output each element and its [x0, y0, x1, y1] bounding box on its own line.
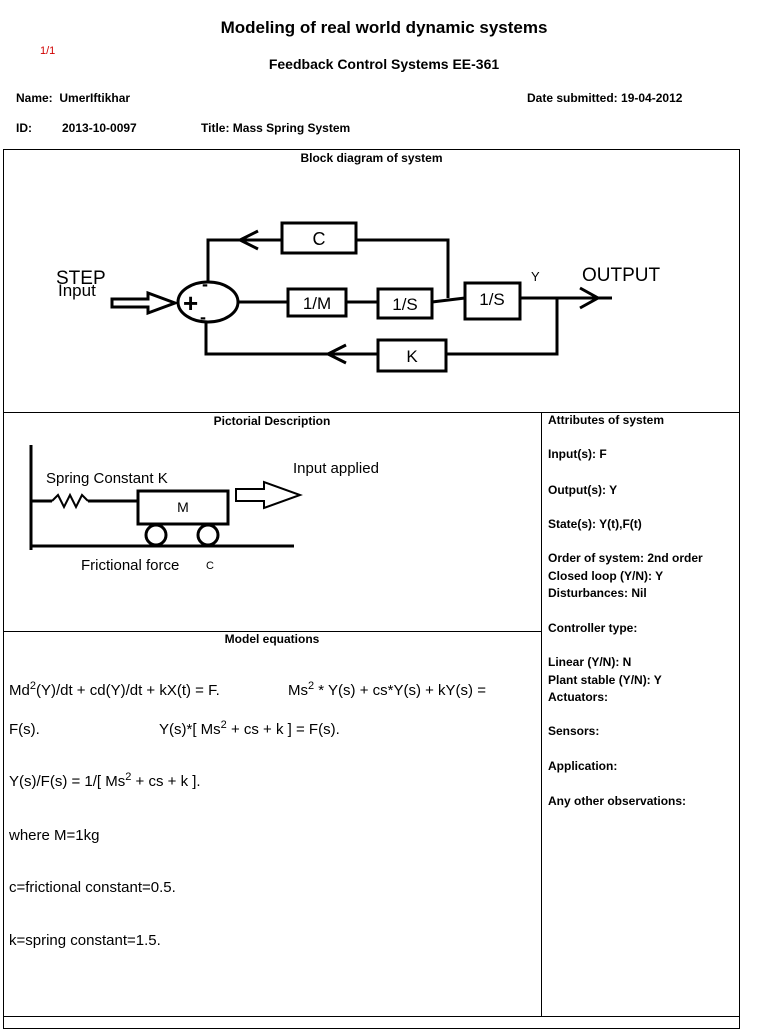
equation-2-part: Ms — [288, 682, 308, 699]
mass-block — [136, 489, 230, 526]
friction-value: c=frictional constant=0.5. — [9, 879, 176, 896]
transfer-function: Y(s)/F(s) = 1/[ Ms2 + cs + k ]. — [9, 771, 201, 790]
attribute-linear: Linear (Y/N): N — [548, 655, 632, 669]
output-label: OUTPUT — [582, 265, 661, 286]
attribute-other-observations: Any other observations: — [548, 794, 687, 808]
attribute-outputs: Output(s): Y — [548, 483, 618, 497]
course-subtitle: Feedback Control Systems EE-361 — [268, 56, 500, 72]
attribute-plant-stable: Plant stable (Y/N): Y — [548, 673, 662, 687]
applied-force-arrow — [235, 480, 303, 510]
attribute-closed-loop: Closed loop (Y/N): Y — [548, 569, 664, 583]
id-value: 2013-10-0097 — [62, 121, 137, 135]
transfer-function-exponent: 2 — [125, 771, 132, 783]
input-arrow — [110, 290, 180, 316]
equation-1-part: (Y)/dt + cd(Y)/dt + kX(t) = F. — [35, 682, 220, 699]
wheel-icon — [144, 523, 168, 547]
integrator-1-label: 1/S — [392, 295, 418, 314]
friction-symbol: C — [206, 560, 214, 572]
frictional-force-label: Frictional force — [81, 557, 179, 574]
title-field: Title: Mass Spring System — [201, 121, 350, 135]
title-value: Mass Spring System — [232, 121, 351, 135]
equation-4: Y(s)*[ Ms2 + cs + k ] = F(s). — [159, 719, 340, 738]
integrator-2-block — [463, 281, 522, 321]
date-field: Date submitted: 19-04-2012 — [527, 91, 682, 105]
divider-line — [3, 412, 740, 413]
k-block-label: K — [406, 347, 418, 366]
attribute-sensors: Sensors: — [548, 724, 600, 738]
attribute-controller-type: Controller type: — [548, 621, 638, 635]
name-label: Name: — [16, 91, 53, 105]
spring-constant-label: Spring Constant K — [46, 470, 168, 487]
attribute-application: Application: — [548, 759, 618, 773]
integrator-1-block — [376, 287, 434, 320]
plus-sign: + — [183, 288, 198, 318]
y-label: Y — [531, 269, 540, 284]
k-block — [376, 338, 448, 373]
document-title: Modeling of real world dynamic systems — [220, 18, 548, 37]
equation-1-exponent: 2 — [29, 680, 36, 692]
spring-icon — [51, 492, 89, 510]
attributes-heading: Attributes of system — [548, 413, 665, 427]
page-counter: 1/1 — [40, 45, 56, 57]
inv-m-block — [286, 287, 348, 318]
model-equations-heading: Model equations — [224, 632, 320, 646]
spring-value: k=spring constant=1.5. — [9, 932, 161, 949]
equation-1-part: Md — [9, 682, 30, 699]
c-block-label: C — [313, 229, 326, 249]
integrator-2-label: 1/S — [479, 290, 505, 309]
divider-line — [3, 631, 541, 632]
mass-spring-illustration: Spring Constant K M Input applied Fricti… — [29, 445, 379, 574]
date-value: 19-04-2012 — [621, 91, 683, 105]
equation-2: Ms2 * Y(s) + cs*Y(s) + kY(s) = — [288, 680, 486, 699]
name-field: Name: UmerIftikhar — [16, 91, 130, 105]
equation-4-part: Y(s)*[ Ms — [159, 721, 221, 738]
block-diagram: C 1/M 1/S 1/S K STEP Input OUTPUT Y + - … — [56, 221, 661, 373]
pictorial-heading: Pictorial Description — [213, 414, 331, 428]
minus-sign-bottom: - — [200, 307, 206, 327]
attribute-disturbances: Disturbances: Nil — [548, 586, 647, 600]
inv-m-block-label: 1/M — [303, 294, 331, 313]
name-value: UmerIftikhar — [59, 91, 131, 105]
equation-3: F(s). — [9, 721, 40, 738]
attribute-inputs: Input(s): F — [548, 447, 607, 461]
input-applied-label: Input applied — [293, 460, 379, 477]
equation-4-part: + cs + k ] = F(s). — [226, 721, 340, 738]
id-label: ID: — [16, 121, 32, 135]
title-label: Title: — [201, 121, 230, 135]
mass-label: M — [177, 499, 189, 515]
wheel-icon — [196, 523, 220, 547]
equation-1: Md2(Y)/dt + cd(Y)/dt + kX(t) = F. — [9, 680, 220, 699]
mass-value: where M=1kg — [9, 827, 100, 844]
step-label: STEP — [56, 268, 106, 289]
c-block — [280, 221, 358, 255]
equation-2-part: * Y(s) + cs*Y(s) + kY(s) = — [314, 682, 486, 699]
equation-2-exponent: 2 — [308, 680, 315, 692]
divider-line — [541, 412, 542, 1017]
attribute-actuators: Actuators: — [548, 690, 609, 704]
attribute-states: State(s): Y(t),F(t) — [548, 517, 642, 531]
divider-line — [3, 1016, 740, 1017]
input-label: Input — [58, 281, 96, 300]
transfer-function-part: Y(s)/F(s) = 1/[ Ms — [9, 773, 126, 790]
minus-sign-top: - — [202, 274, 208, 294]
equation-4-exponent: 2 — [220, 719, 227, 731]
date-label: Date submitted: — [527, 91, 618, 105]
transfer-function-part: + cs + k ]. — [131, 773, 201, 790]
attribute-order: Order of system: 2nd order — [548, 551, 703, 565]
block-diagram-heading: Block diagram of system — [300, 151, 443, 165]
